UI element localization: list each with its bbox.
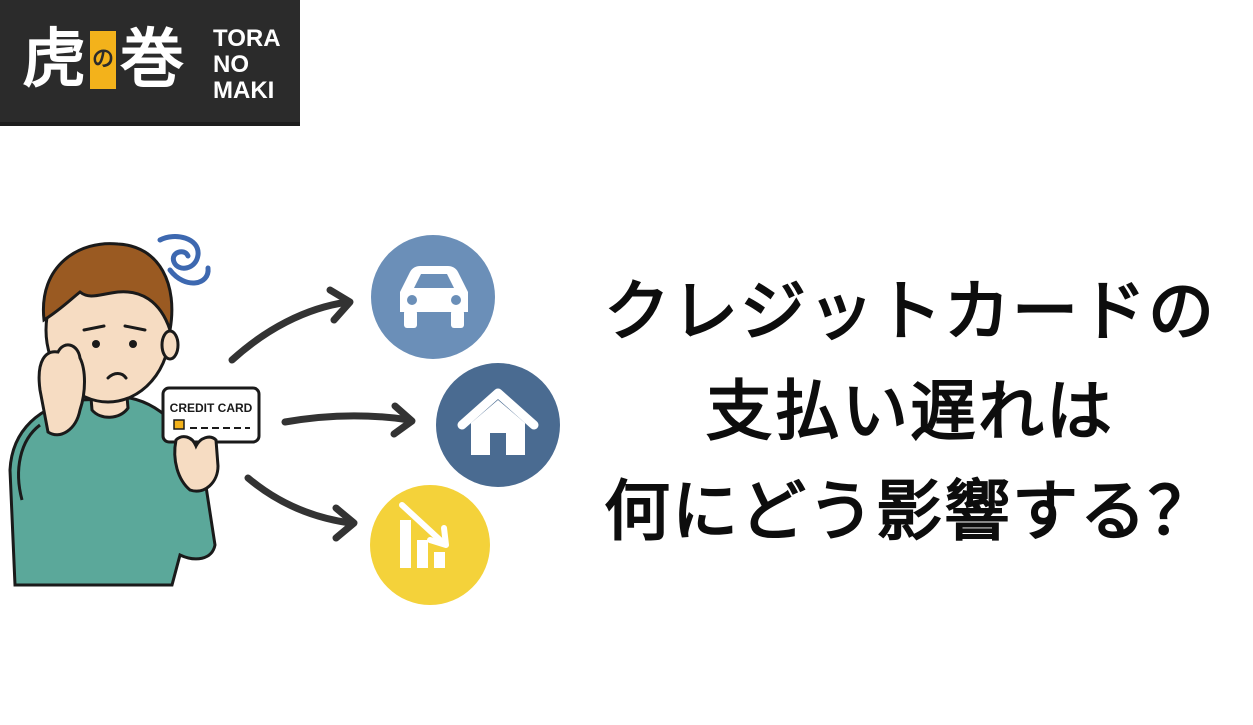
headline: クレジットカードの 支払い遅れは 何にどう影響する？	[575, 262, 1245, 562]
logo-latin-line-3: MAKI	[213, 77, 275, 104]
logo-latin-line-1: TORA	[213, 25, 281, 52]
person-hand-card	[173, 435, 220, 493]
headline-line-3: 何にどう影響する？	[604, 473, 1216, 550]
confusion-swirl-icon	[157, 234, 211, 286]
arrow-to-house	[281, 412, 414, 426]
logo-kanji-no: の	[90, 31, 116, 89]
credit-card: CREDIT CARD	[161, 386, 261, 444]
house-icon	[436, 363, 560, 487]
arrow-to-chart	[244, 474, 354, 527]
credit-card-label: CREDIT CARD	[170, 401, 253, 415]
logo-kanji-tora: 虎	[22, 23, 86, 97]
arrow-to-car	[228, 298, 352, 364]
headline-line-1: クレジットカードの	[604, 273, 1216, 350]
logo-latin-line-2: NO	[213, 51, 249, 78]
chart-down-icon	[370, 485, 490, 605]
person-hair	[41, 242, 174, 331]
headline-line-2: 支払い遅れは	[706, 373, 1114, 450]
arrows	[228, 286, 416, 542]
site-logo[interactable]: 虎 の 巻 TORA NO MAKI	[0, 0, 300, 126]
logo-kanji-maki: 巻	[120, 23, 184, 97]
logo-kanji: 虎 の 巻	[22, 20, 184, 100]
car-icon	[371, 235, 495, 359]
logo-latin: TORA NO MAKI	[213, 26, 281, 104]
worried-person-illustration: CREDIT CARD	[8, 234, 560, 605]
person-hand-cheek	[37, 343, 86, 437]
